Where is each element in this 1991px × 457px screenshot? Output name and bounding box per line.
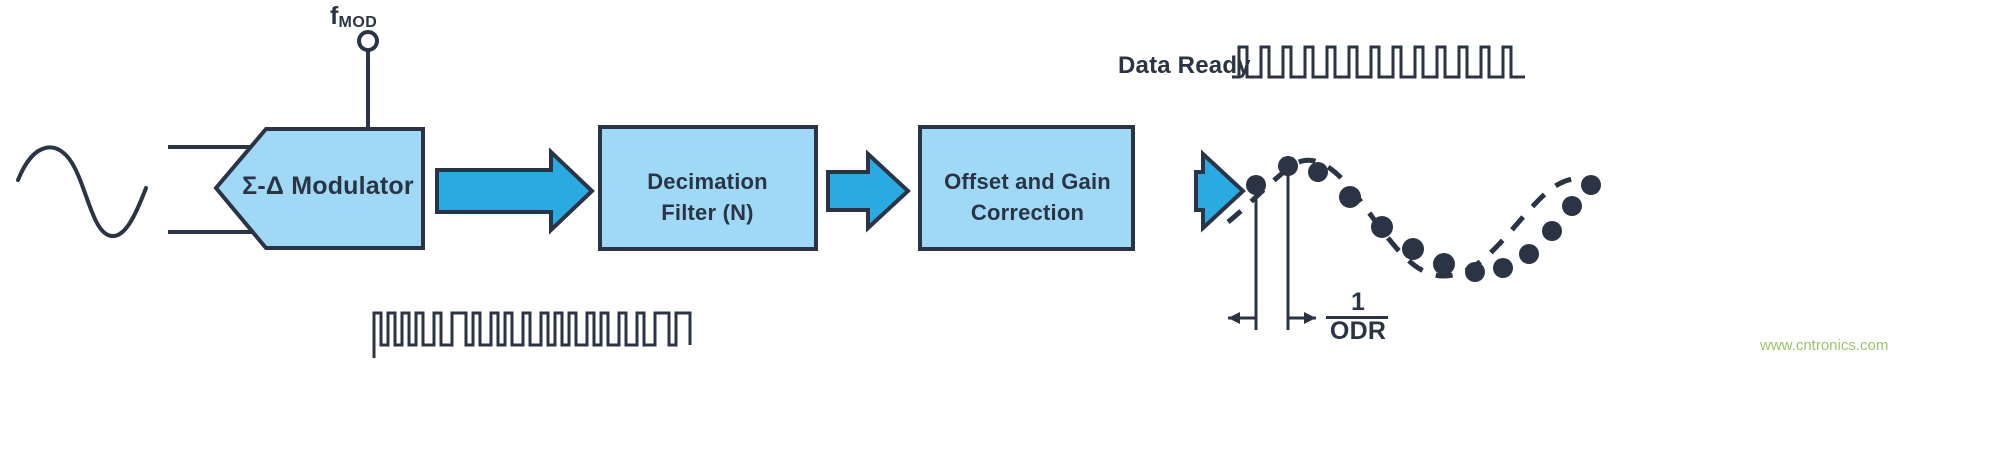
flow-arrow-2 [826,149,911,233]
fmod-clock-terminal-icon [357,30,379,52]
odr-fraction-bar [1326,316,1388,319]
decimation-filter-label-line2: Filter (N) [661,200,754,225]
fmod-label: fMOD [330,2,377,32]
input-sine-wave [16,145,148,239]
offset-gain-correction-label-line1: Offset and Gain [944,169,1111,194]
odr-denominator: ODR [1329,317,1387,345]
fmod-label-main: f [330,2,339,30]
watermark: www.cntronics.com [1760,337,1889,354]
fmod-label-sub: MOD [338,14,378,31]
decimation-filter-block[interactable] [598,125,818,251]
flow-arrow-1 [435,147,595,235]
decimation-filter-label-line1: Decimation [647,169,768,194]
sample-points [1246,156,1601,282]
decimation-filter-label: Decimation Filter (N) [600,166,815,228]
odr-period-measurement [1228,158,1316,330]
data-ready-waveform [1232,45,1525,79]
odr-numerator: 1 [1350,288,1366,316]
offset-gain-correction-block[interactable] [918,125,1135,251]
sigma-delta-modulator-label: Σ-Δ Modulator [242,172,414,200]
offset-gain-correction-label-line2: Correction [970,200,1085,225]
flow-arrow-3 [1194,149,1246,233]
data-ready-label: Data Ready [1118,52,1251,79]
modulator-bitstream-waveform [372,311,692,358]
sigma-delta-modulator-block[interactable] [213,127,425,250]
sampled-output-waveform [1226,156,1601,282]
offset-gain-correction-label: Offset and Gain Correction [920,166,1135,228]
